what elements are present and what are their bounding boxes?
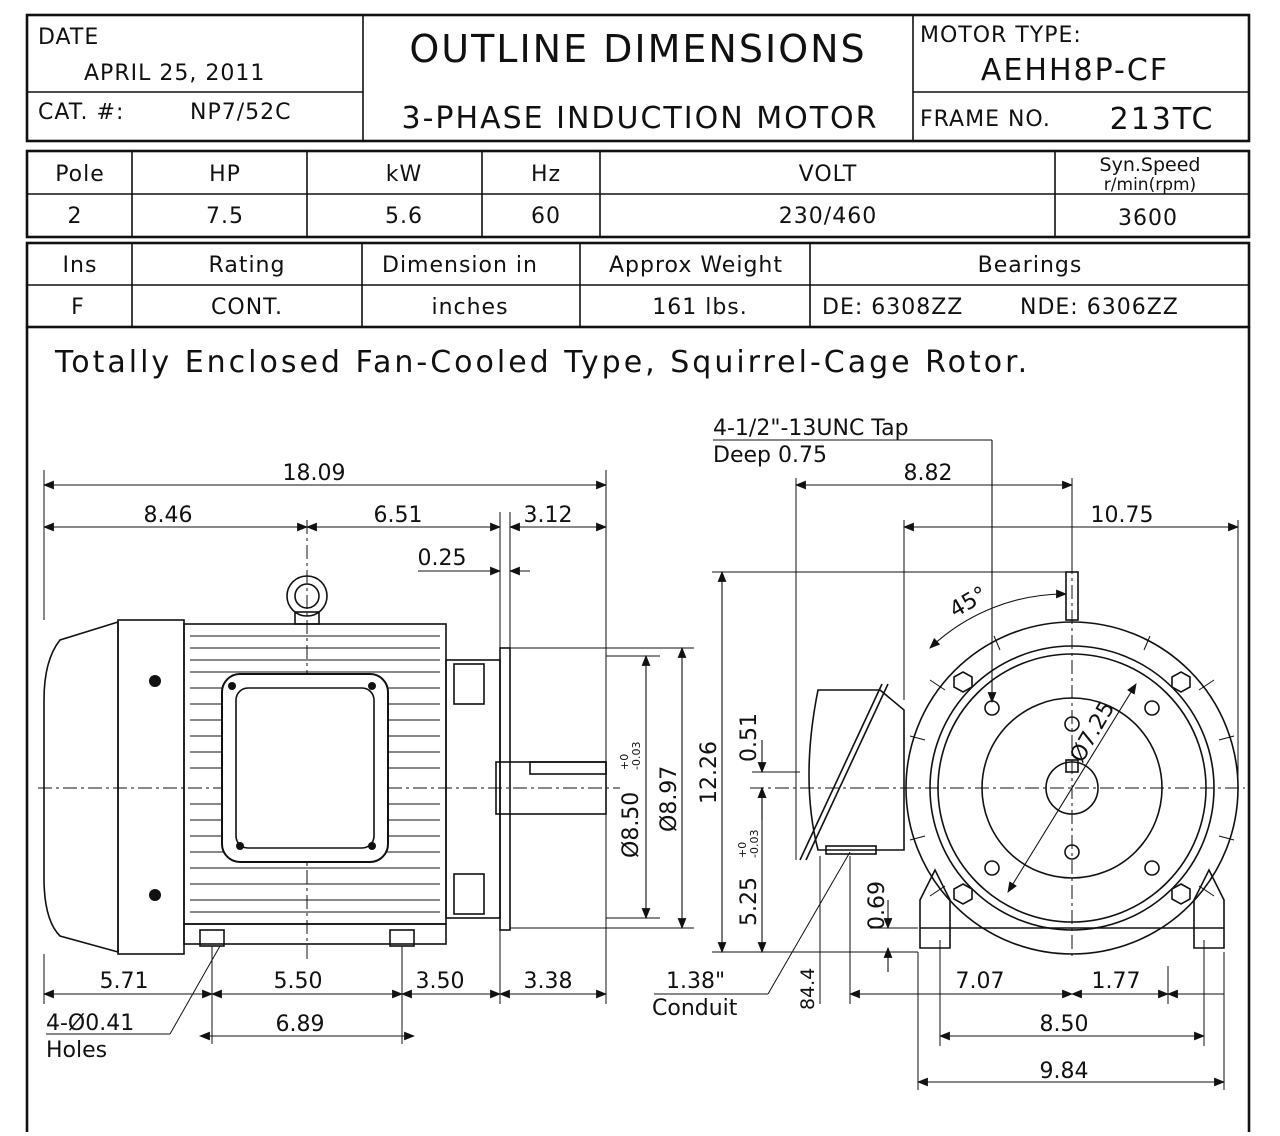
dim-177: 1.77 — [1092, 969, 1141, 994]
front-dimensions: 4-1/2"-13UNC Tap Deep 0.75 8.82 10.75 12… — [652, 416, 1240, 1090]
dim-689: 6.89 — [276, 1012, 325, 1037]
tap-note: 4-1/2"-13UNC Tap — [713, 416, 909, 441]
header-bearings: Bearings — [978, 253, 1083, 278]
dim-525: 5.25 — [737, 877, 762, 926]
dim-overall-length: 18.09 — [283, 461, 346, 486]
dim-550: 5.50 — [274, 969, 323, 994]
header-dimension: Dimension in — [382, 253, 538, 278]
dim-882: 8.82 — [904, 461, 953, 486]
header-pole: Pole — [55, 162, 105, 187]
value-hp: 7.5 — [206, 204, 244, 229]
dim-350: 3.50 — [416, 969, 465, 994]
dim-707: 7.07 — [956, 969, 1005, 994]
holes-note: 4-Ø0.41 — [46, 1011, 134, 1036]
date-value: APRIL 25, 2011 — [84, 61, 265, 86]
spec-table-2: Ins Rating Dimension in Approx Weight Be… — [25, 241, 1251, 329]
header-weight: Approx Weight — [609, 253, 783, 278]
side-dimensions: 18.09 8.46 6.51 3.12 0.25 5.71 5.50 3.50… — [42, 461, 694, 1063]
date-label: DATE — [38, 25, 99, 50]
spec-table-1: Pole HP kW Hz VOLT Syn.Speed r/min(rpm) … — [25, 149, 1251, 239]
cat-label: CAT. #: — [38, 100, 124, 125]
dim-850b: 8.50 — [1040, 1012, 1089, 1037]
frame-value: 213TC — [1110, 102, 1215, 137]
dim-525-tol-plus: +0 — [736, 842, 749, 858]
side-view — [38, 520, 620, 960]
value-hz: 60 — [531, 204, 561, 229]
dim-850-tol-minus: -0.03 — [630, 742, 643, 770]
dim-069: 0.69 — [865, 881, 890, 930]
motor-type-label: MOTOR TYPE: — [920, 23, 1082, 48]
motor-type-value: AEHH8P-CF — [981, 53, 1169, 88]
header-ins: Ins — [63, 253, 98, 278]
header-hz: Hz — [531, 162, 561, 187]
tap-note-2: Deep 0.75 — [713, 443, 827, 468]
value-pole: 2 — [68, 204, 83, 229]
dim-725: Ø7.25 — [1066, 697, 1121, 767]
header-hp: HP — [209, 162, 241, 187]
title-line-2: 3-PHASE INDUCTION MOTOR — [402, 101, 879, 136]
title-line-1: OUTLINE DIMENSIONS — [409, 27, 866, 71]
value-syn-speed: 3600 — [1118, 206, 1178, 231]
dim-025: 0.25 — [418, 546, 467, 571]
value-bearing-de: DE: 6308ZZ — [822, 295, 963, 320]
dim-338: 3.38 — [524, 969, 573, 994]
value-rating: CONT. — [211, 295, 283, 320]
frame-label: FRAME NO. — [920, 107, 1051, 132]
value-bearing-nde: NDE: 6306ZZ — [1020, 295, 1179, 320]
dim-850: Ø8.50 — [619, 792, 644, 858]
conduit-note-2: Conduit — [652, 996, 738, 1021]
header-volt: VOLT — [799, 162, 858, 187]
dim-1226: 12.26 — [697, 741, 722, 804]
dim-051: 0.51 — [737, 713, 762, 762]
holes-note-2: Holes — [46, 1038, 107, 1063]
conduit-note: 1.38" — [666, 969, 725, 994]
dim-897: Ø8.97 — [657, 766, 682, 832]
value-weight: 161 lbs. — [652, 295, 748, 320]
dim-850-tol-plus: +0 — [618, 754, 631, 770]
value-ins: F — [71, 295, 85, 320]
header-syn-speed: Syn.Speed — [1100, 154, 1201, 176]
dim-angle-45: 45° — [946, 582, 992, 623]
header-kw: kW — [386, 162, 423, 187]
dim-1075: 10.75 — [1091, 503, 1154, 528]
dim-846: 8.46 — [144, 503, 193, 528]
value-volt: 230/460 — [779, 204, 877, 229]
title-block: DATE APRIL 25, 2011 CAT. #: NP7/52C OUTL… — [25, 13, 1251, 143]
dim-312: 3.12 — [524, 503, 573, 528]
dim-984: 9.84 — [1040, 1059, 1089, 1084]
dim-651: 6.51 — [374, 503, 423, 528]
value-kw: 5.6 — [385, 204, 423, 229]
description-text: Totally Enclosed Fan-Cooled Type, Squirr… — [54, 345, 1030, 380]
cat-value: NP7/52C — [190, 100, 292, 125]
dim-525-tol-minus: -0.03 — [748, 830, 761, 858]
header-rating: Rating — [209, 253, 286, 278]
value-dimension: inches — [431, 295, 508, 320]
dim-844: 84.4 — [797, 968, 819, 1010]
header-rpm: r/min(rpm) — [1104, 175, 1196, 195]
dim-571: 5.71 — [100, 969, 149, 994]
front-view — [750, 560, 1245, 960]
